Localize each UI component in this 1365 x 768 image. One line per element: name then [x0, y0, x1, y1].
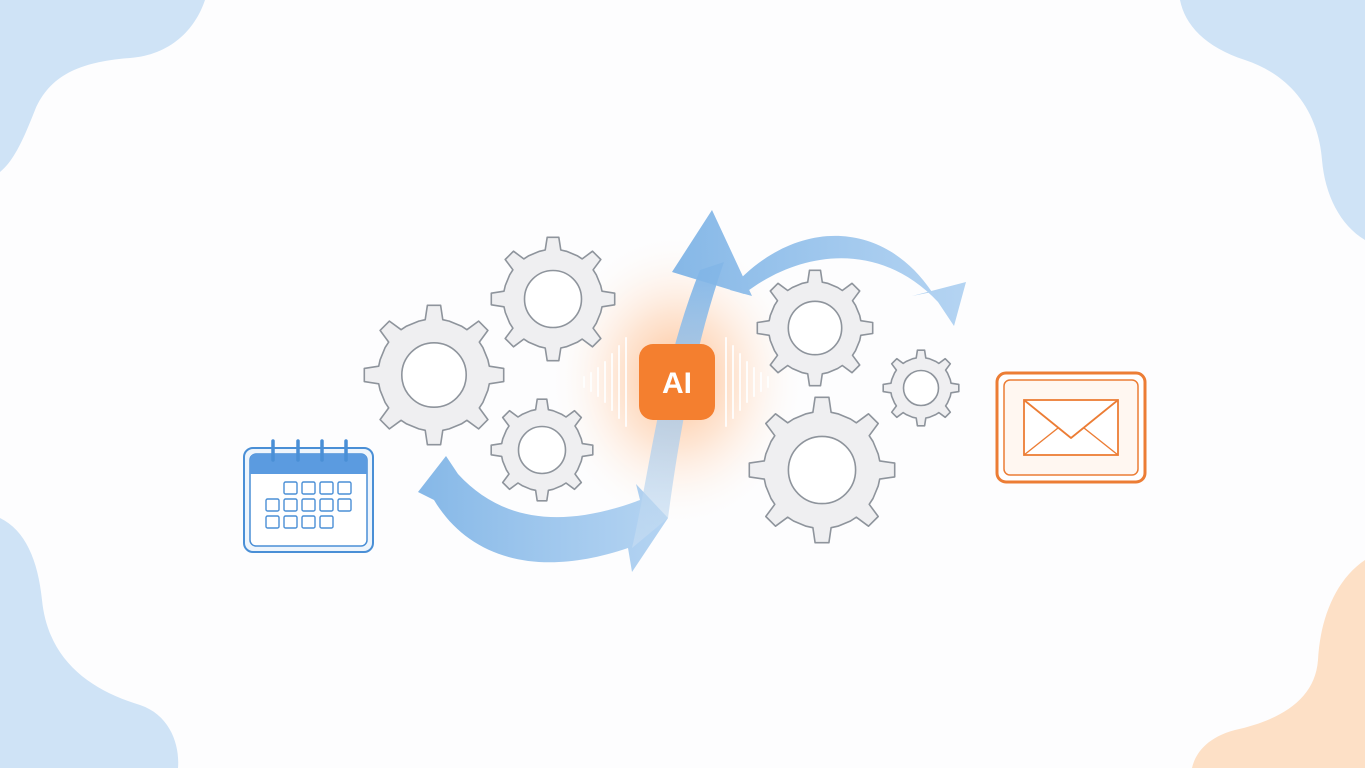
gear-icon — [748, 396, 896, 544]
calendar-day-cell — [319, 515, 334, 529]
ai-badge-box — [639, 344, 715, 420]
calendar-day-cell — [337, 498, 352, 512]
calendar-day-cell — [301, 515, 316, 529]
gear-icon — [490, 236, 616, 362]
gear-icon — [490, 398, 594, 502]
calendar-icon — [243, 439, 374, 553]
arrow-upper-right — [672, 210, 966, 326]
gears-group — [363, 236, 960, 544]
blob-bottom-left — [0, 518, 179, 768]
calendar-day-cell — [265, 498, 280, 512]
calendar-day-cell — [337, 481, 352, 495]
calendar-day-cell — [265, 515, 280, 529]
calendar-day-cell — [283, 515, 298, 529]
ai-badge-label: AI — [662, 367, 692, 400]
sound-waves — [583, 337, 769, 427]
calendar-day-cell — [301, 481, 316, 495]
ai-badge: AI — [639, 344, 715, 420]
calendar-day-cell — [301, 498, 316, 512]
blob-top-right — [1180, 0, 1365, 240]
calendar-day-cell — [283, 498, 298, 512]
blob-top-left — [0, 0, 205, 172]
calendar-day-cell — [319, 498, 334, 512]
blob-bottom-right — [1192, 560, 1365, 768]
calendar-day-cell — [283, 481, 298, 495]
gear-icon — [363, 304, 505, 446]
gear-icon — [756, 269, 874, 387]
gear-icon — [882, 349, 960, 427]
arrow-lower-left — [418, 456, 668, 572]
calendar-day-cell — [319, 481, 334, 495]
envelope-icon — [995, 371, 1147, 484]
